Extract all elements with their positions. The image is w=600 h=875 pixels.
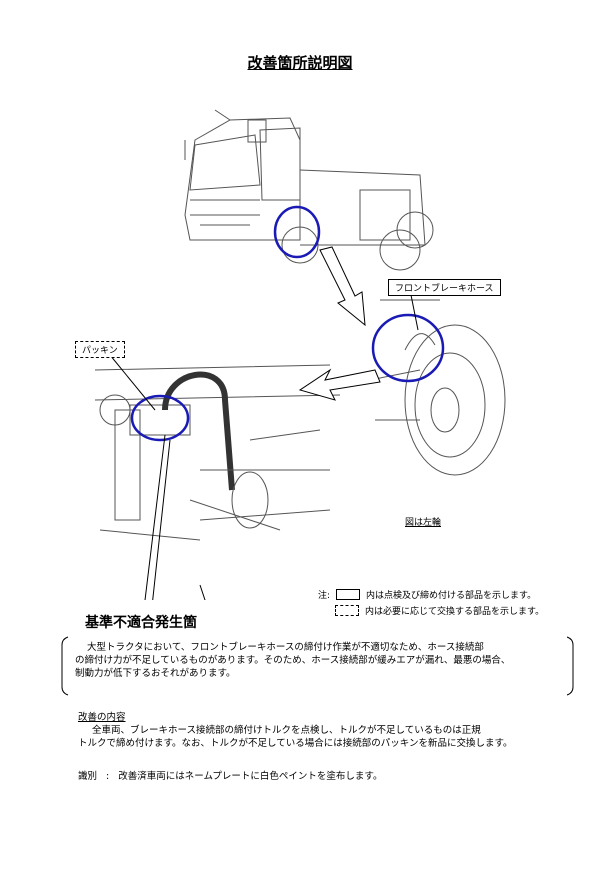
improvement-line: トルクで締め付けます。なお、トルクが不足している場合には接続部のパッキンを新品に… — [78, 738, 513, 749]
highlight-circle-wheel — [371, 313, 445, 383]
defect-line: の締付け力が不足しているものがあります。そのため、ホース接続部が緩みエアが漏れ、… — [75, 655, 511, 666]
dashed-box-icon — [335, 605, 359, 616]
packing-label: パッキン — [75, 341, 125, 358]
improvement-line: 全車両、ブレーキホース接続部の締付けトルクを点検し、トルクが不足しているものは正… — [92, 725, 481, 736]
legend-prefix: 注: — [318, 591, 331, 601]
defect-line: 大型トラクタにおいて、フロントブレーキホースの締付け作業が不適切なため、ホース接… — [87, 642, 484, 653]
legend-solid-text: 内は点検及び締め付ける部品を示します。 — [366, 591, 537, 601]
improvement-heading: 改善の内容 — [78, 712, 126, 723]
identification-sep: : — [106, 771, 110, 782]
truck-drawing — [184, 109, 434, 271]
defect-line: 制動力が低下するおそれがあります。 — [75, 668, 236, 679]
identification-text: 改善済車両にはネームプレートに白色ペイントを塗布します。 — [118, 771, 383, 782]
defect-heading: 基準不適合発生箇 — [85, 615, 197, 631]
identification-label: 識別 — [78, 771, 98, 782]
solid-box-icon — [336, 589, 361, 600]
illustration — [94, 109, 506, 600]
front-brake-hose-label: フロントブレーキホース — [388, 279, 501, 296]
left-wheel-note: 図は左輪 — [405, 518, 442, 528]
legend: 注: 内は点検及び締め付ける部品を示します。 内は必要に応じて交換する部品を示しま… — [318, 588, 544, 617]
defect-brackets — [61, 636, 574, 696]
wheel-detail-drawing — [369, 299, 506, 476]
legend-dashed-text: 内は必要に応じて交換する部品を示します。 — [365, 607, 545, 617]
axle-detail-drawing — [94, 364, 341, 541]
highlight-circle-connection — [130, 394, 190, 442]
page-title-text: 改善箇所説明図 — [247, 54, 353, 72]
highlight-circle-truck — [273, 205, 321, 259]
defect-description: 大型トラクタにおいて、フロントブレーキホースの締付け作業が不適切なため、ホース接… — [75, 641, 565, 680]
identification: 識別 : 改善済車両にはネームプレートに白色ペイントを塗布します。 — [78, 770, 382, 783]
improvement-section: 改善の内容 全車両、ブレーキホース接続部の締付けトルクを点検し、トルクが不足して… — [78, 711, 578, 750]
page-title: 改善箇所説明図 — [0, 52, 600, 73]
